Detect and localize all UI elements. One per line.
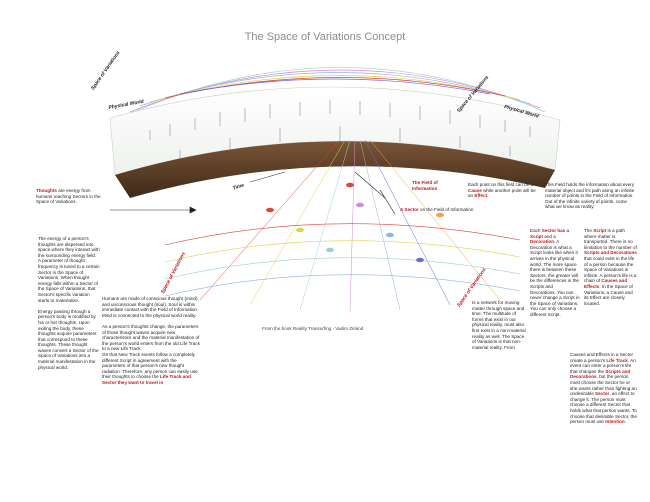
causes-effects-note: Causes and Effects in a Sector create a … xyxy=(570,352,637,425)
field-holds-note: This Field holds the information about e… xyxy=(545,182,635,210)
script-note: The Script is a path where matter is tra… xyxy=(584,228,637,306)
cause-effect-note: Each point on this field can be a Cause … xyxy=(468,182,536,199)
thoughts-note: Thoughts are energy from humans reaching… xyxy=(36,188,101,205)
earth-layer xyxy=(115,141,555,198)
sector-blobs xyxy=(266,182,444,263)
field-of-information-note: The Field of Information xyxy=(412,180,438,191)
annotation-arrows xyxy=(110,171,396,215)
lower-variation-arcs xyxy=(164,223,521,297)
sector-script-note: Each Sector has a Script and a Decoratio… xyxy=(530,228,580,317)
page-title: The Space of Variations Concept xyxy=(244,31,406,43)
humans-note: Humans are made of conscious thought (mi… xyxy=(102,296,200,385)
time-beams xyxy=(199,139,501,313)
sector-note: A Sector on the Field of Information xyxy=(400,207,474,212)
tree-marks xyxy=(149,100,531,160)
network-note: Is a network for moving matter through s… xyxy=(472,300,526,350)
time-arrow xyxy=(249,171,286,183)
book-credit: From the book Reality Transurfing - Vadi… xyxy=(262,326,364,331)
energy-note: The energy of a person's thoughts are di… xyxy=(38,236,100,370)
upper-variation-arcs xyxy=(119,67,546,119)
